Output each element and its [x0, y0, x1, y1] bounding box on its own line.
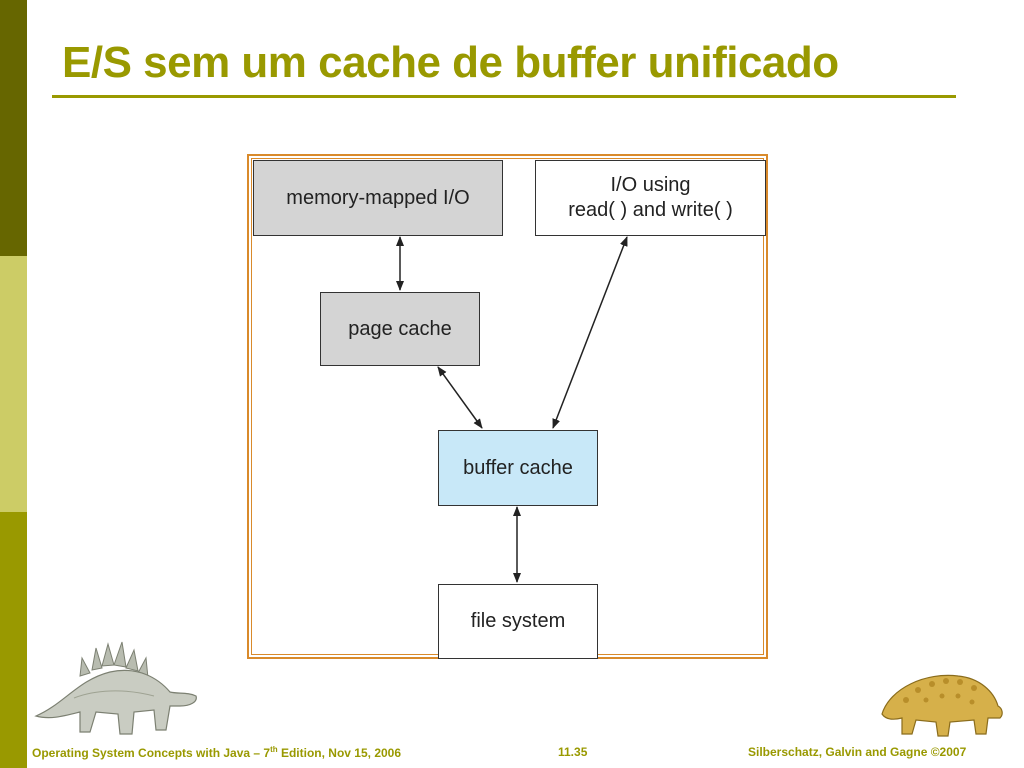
side-bar-light — [0, 256, 27, 512]
ankylosaurus-icon — [876, 664, 1006, 744]
footer-course-title: Operating System Concepts with Java – 7 — [32, 746, 270, 760]
arrow-page-cache-buffer-cache — [438, 367, 482, 428]
side-bar-dark — [0, 0, 27, 256]
footer-edition-sup: th — [270, 745, 278, 754]
title-underline — [52, 95, 956, 98]
diagram-frame: memory-mapped I/O I/O using read( ) and … — [247, 154, 768, 659]
diagram-arrows — [249, 156, 766, 657]
footer-course-date: Edition, Nov 15, 2006 — [278, 746, 401, 760]
stegosaurus-icon — [34, 640, 198, 740]
footer-page-number: 11.35 — [558, 745, 587, 759]
arrow-io-buffer-cache — [553, 237, 627, 428]
footer-course-info: Operating System Concepts with Java – 7t… — [32, 745, 401, 760]
slide-title: E/S sem um cache de buffer unificado — [62, 38, 839, 88]
footer-copyright: Silberschatz, Galvin and Gagne ©2007 — [748, 745, 966, 759]
side-bar-olive — [0, 512, 27, 768]
